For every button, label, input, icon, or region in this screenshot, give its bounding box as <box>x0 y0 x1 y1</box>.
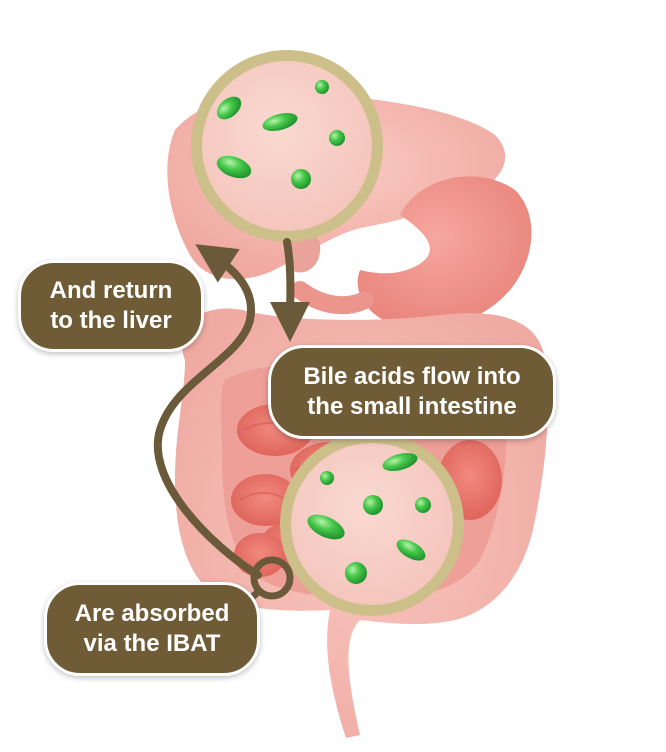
ibat-marker-ring <box>250 556 294 600</box>
duodenum-shape <box>291 281 374 315</box>
callout-flow-into-small-intestine: Bile acids flow into the small intestine <box>268 345 556 439</box>
liver-bile-particles <box>216 80 345 189</box>
intestine-bile-particles <box>307 452 431 584</box>
callout-return-to-liver: And return to the liver <box>18 260 204 352</box>
stomach-shape <box>357 176 532 329</box>
callout-flow-into-small-intestine-text: Bile acids flow into the small intestine <box>303 363 521 420</box>
callout-absorbed-via-ibat: Are absorbed via the IBAT <box>44 582 260 676</box>
callout-absorbed-via-ibat-text: Are absorbed via the IBAT <box>74 600 230 657</box>
callout-return-to-liver-text: And return to the liver <box>49 277 173 334</box>
circulation-arrows-icon <box>154 238 311 579</box>
intestine-magnifier-lens <box>291 443 453 605</box>
liver-magnifier-lens <box>202 61 372 231</box>
